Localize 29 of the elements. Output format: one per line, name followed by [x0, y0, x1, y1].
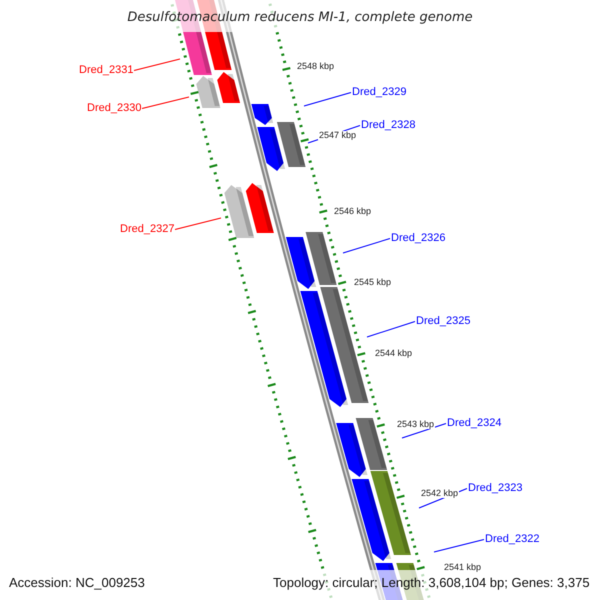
gene-label: Dred_2323 [468, 482, 522, 494]
leader-line [174, 218, 222, 230]
leader-line [142, 96, 190, 109]
tick-label: 2542 kbp [420, 488, 460, 498]
leader-line [134, 58, 180, 71]
gene-label: Dred_2325 [416, 316, 470, 326]
gene-label: Dred_2329 [352, 86, 406, 98]
tick-label: 2541 kbp [443, 562, 482, 572]
gene-label: Dred_2324 [447, 418, 502, 428]
title: Desulfotomaculum reducens MI-1, complete genome [126, 11, 474, 24]
gene-label: Dred_2327 [120, 224, 174, 234]
tick-label: 2545 kbp [353, 278, 392, 286]
tick-label: 2547 kbp [318, 130, 358, 140]
gene-label: Dred_2330 [87, 102, 142, 114]
gene-label: Dred_2322 [485, 534, 540, 544]
gene-label: Dred_2331 [79, 64, 134, 76]
leader-line [434, 539, 484, 552]
leader-line [342, 238, 390, 254]
info-text: Topology: circular; Length: 3,608,104 bp; Genes: 3,375 [273, 576, 590, 588]
tick-label: 2543 kbp [396, 420, 436, 428]
tick-label: 2546 kbp [333, 206, 372, 216]
leader-line [366, 321, 416, 338]
info-text: Accession: NC_009253 [9, 576, 145, 588]
tick-label: 2548 kbp [296, 62, 336, 70]
leader-line [304, 92, 352, 106]
gene-label: Dred_2328 [361, 120, 416, 130]
leader-line [402, 423, 446, 438]
tick-label: 2544 kbp [374, 348, 414, 358]
gene-label: Dred_2326 [391, 232, 446, 244]
